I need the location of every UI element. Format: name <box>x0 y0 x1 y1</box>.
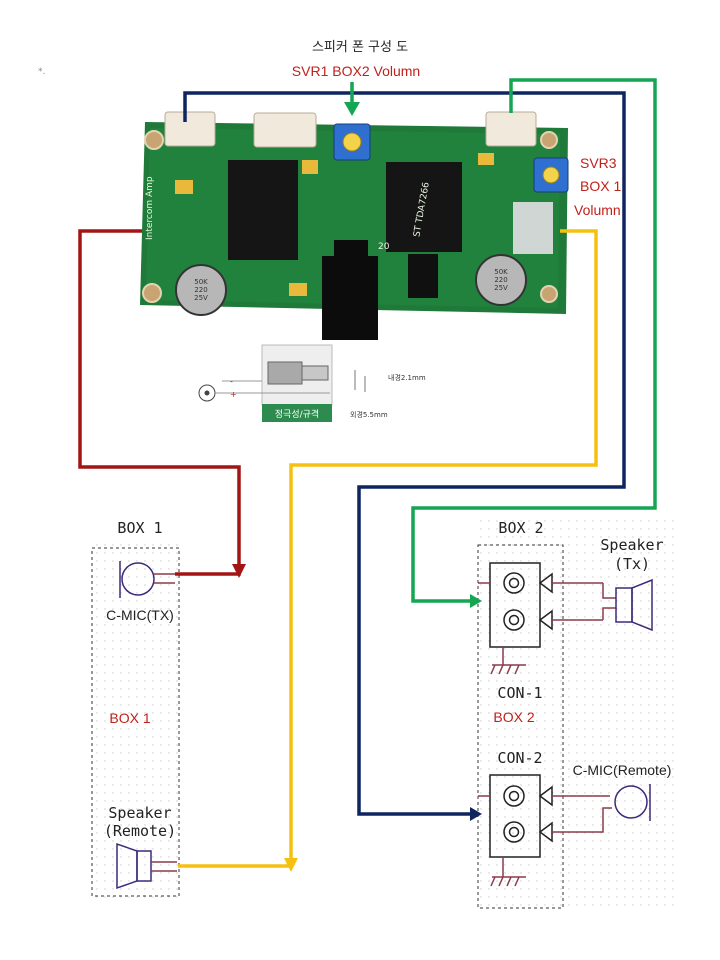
smd-cap <box>289 283 307 296</box>
box2-red-label: BOX 2 <box>493 709 534 725</box>
dc-jack-top <box>334 240 368 256</box>
cap-text-1: 50K <box>194 278 208 286</box>
dc-jack <box>322 256 378 340</box>
con1-lead <box>602 583 616 620</box>
outer-diameter-label: 외경5.5mm <box>350 410 388 419</box>
diagram-title: 스피커 폰 구성 도 <box>312 40 408 55</box>
con1-jack-b-inner <box>508 614 520 626</box>
spec-badge-text: 정극성/규격 <box>275 408 319 420</box>
green-wire-arrowhead <box>470 594 482 608</box>
speaker-remote-label-2: (Remote) <box>104 822 176 840</box>
con2-jack-b-inner <box>508 826 520 838</box>
cap-text-3: 25V <box>494 284 508 292</box>
con1-jack-a-inner <box>508 577 520 589</box>
plug-barrel <box>267 361 303 385</box>
mic-tx-label: C-MIC(TX) <box>106 607 174 623</box>
box1-outline <box>91 547 180 897</box>
regulator <box>408 254 438 298</box>
minus-sign: - <box>230 377 233 386</box>
red-wire-arrowhead <box>232 564 246 578</box>
con2-ground-icon <box>490 876 526 887</box>
con1-jack-b <box>503 609 525 631</box>
box1-panel: BOX 1 C-MIC(TX) BOX 1 Speaker (Remote) <box>90 519 180 898</box>
mount-hole <box>144 130 164 150</box>
con2-jack-b <box>503 821 525 843</box>
inner-diameter-label: 내경2.1mm <box>388 373 426 382</box>
green-wire <box>411 78 657 603</box>
svr1-label: SVR1 BOX2 Volumn <box>292 63 420 79</box>
con1-block <box>489 562 541 648</box>
svr3-knob <box>542 166 560 184</box>
brand-text: Intercom Amp <box>145 176 155 240</box>
plug-tip <box>301 365 329 381</box>
con1-label: CON-1 <box>497 684 542 702</box>
jst-connector-2 <box>253 112 317 148</box>
svr1-pointer-arrowhead <box>344 102 360 116</box>
spec-badge <box>262 404 332 422</box>
jst-connector-1 <box>164 111 216 147</box>
speaker-tx-label-2: (Tx) <box>614 555 650 573</box>
red-wire <box>78 229 241 576</box>
speaker-remote-label-1: Speaker <box>108 804 171 822</box>
navy-wire-arrowhead <box>470 807 482 821</box>
cap-text-1: 50K <box>494 268 508 276</box>
navy-wire <box>183 91 626 816</box>
box1-red-label: BOX 1 <box>109 710 150 726</box>
smd-cap <box>478 153 494 165</box>
box2-outline <box>477 544 564 909</box>
box1-title: BOX 1 <box>117 519 162 537</box>
mount-hole <box>142 283 162 303</box>
box2-title: BOX 2 <box>498 519 543 537</box>
jst-connector-3 <box>485 111 537 147</box>
svr1-knob <box>342 132 362 152</box>
mic-remote-label: C-MIC(Remote) <box>573 762 672 778</box>
box1-grid <box>90 540 180 898</box>
box2-panel: BOX 2 Speaker (Tx) CON-1 BOX 2 CON-2 C-M… <box>475 519 680 910</box>
con2-lead <box>552 807 612 833</box>
cap-text-2: 220 <box>494 276 507 284</box>
smd-cap <box>302 160 318 174</box>
yellow-wire-arrowhead <box>284 858 298 872</box>
cap-text-3: 25V <box>194 294 208 302</box>
mic-remote-icon <box>614 785 648 819</box>
speaker-tx-label-1: Speaker <box>600 536 663 554</box>
mount-hole <box>540 285 558 303</box>
ic-left <box>228 160 298 260</box>
con1-ground-icon <box>490 664 526 675</box>
plus-sign: + <box>230 390 237 399</box>
smd-cap <box>175 180 193 194</box>
polarity-center <box>204 390 210 396</box>
con2-jack-a-inner <box>508 790 520 802</box>
electrolytic-cap-right <box>475 254 527 306</box>
svr3-box-label: BOX 1 <box>580 178 621 194</box>
mount-hole <box>540 131 558 149</box>
svr3-volumn-label: Volumn <box>574 202 621 218</box>
amp-board: ST TDA7266 50K 220 25V 50K 220 25V 20 In… <box>140 111 569 340</box>
speaker-tx-icon <box>631 578 653 632</box>
con2-block <box>489 774 541 858</box>
svr3-label: SVR3 <box>580 155 617 171</box>
cap-text-2: 220 <box>194 286 207 294</box>
ic-amp <box>386 162 462 252</box>
mic-tx-icon <box>121 562 155 596</box>
silver-block <box>513 202 553 254</box>
dc-plug-spec: - + 내경2.1mm 외경5.5mm 정극성/규격 <box>198 344 426 422</box>
con2-jack-a <box>503 785 525 807</box>
electrolytic-cap-left <box>175 264 227 316</box>
corner-mark: *. <box>38 67 45 77</box>
speaker-remote-icon <box>116 842 138 890</box>
con2-label: CON-2 <box>497 749 542 767</box>
yellow-wire <box>178 229 598 868</box>
con1-jack-a <box>503 572 525 594</box>
pin-label: 20 <box>378 242 390 252</box>
